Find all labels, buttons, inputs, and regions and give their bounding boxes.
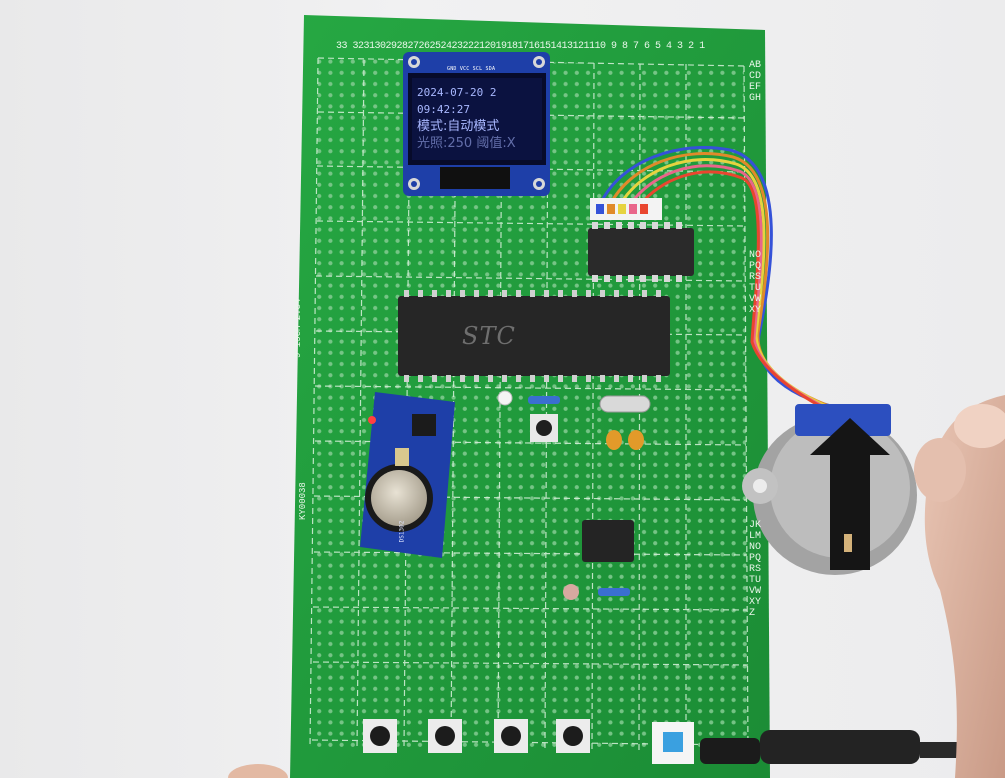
oled-mode-line: 模式:自动模式 xyxy=(417,119,500,134)
oled-pin-header: GND VCC SCL SDA xyxy=(447,66,496,72)
eight-pin-chip xyxy=(563,520,634,600)
stepper-motor xyxy=(742,404,917,575)
driver-chip xyxy=(588,222,694,282)
rtc-module xyxy=(360,392,455,558)
board-row-letters-bottom: JKLMNOPQRSTUVWXYZ xyxy=(749,520,762,619)
oled-time-line: 09:42:27 xyxy=(417,103,470,116)
oled-date-line: 2024-07-20 2 xyxy=(417,86,497,99)
board-model-label: KY00038 xyxy=(298,482,308,520)
finger-bottom-left xyxy=(228,764,288,778)
mcu-label: STC xyxy=(462,322,516,350)
hand xyxy=(914,395,1005,778)
wire-connector xyxy=(590,198,662,220)
board-size-label: 9*15CM-2.54 xyxy=(293,298,303,358)
board-column-numbers: 33 3231302928272625242322212019181716151… xyxy=(336,41,705,52)
small-components xyxy=(497,390,651,450)
board-row-letters-mid: NOPQRSTUVWXY xyxy=(749,250,762,316)
oled-display: 2024-07-20 2 09:42:27 模式:自动模式 光照:250 阈值:… xyxy=(417,84,535,152)
push-buttons xyxy=(363,719,694,764)
ribbon-cable xyxy=(598,145,877,434)
mcu-chip xyxy=(398,290,670,382)
oled-module xyxy=(403,52,550,196)
board-row-letters: ABCDEFGH xyxy=(749,60,762,104)
oled-light-line: 光照:250 阈值:X xyxy=(417,136,516,151)
rtc-label: DS1302 xyxy=(398,520,406,543)
